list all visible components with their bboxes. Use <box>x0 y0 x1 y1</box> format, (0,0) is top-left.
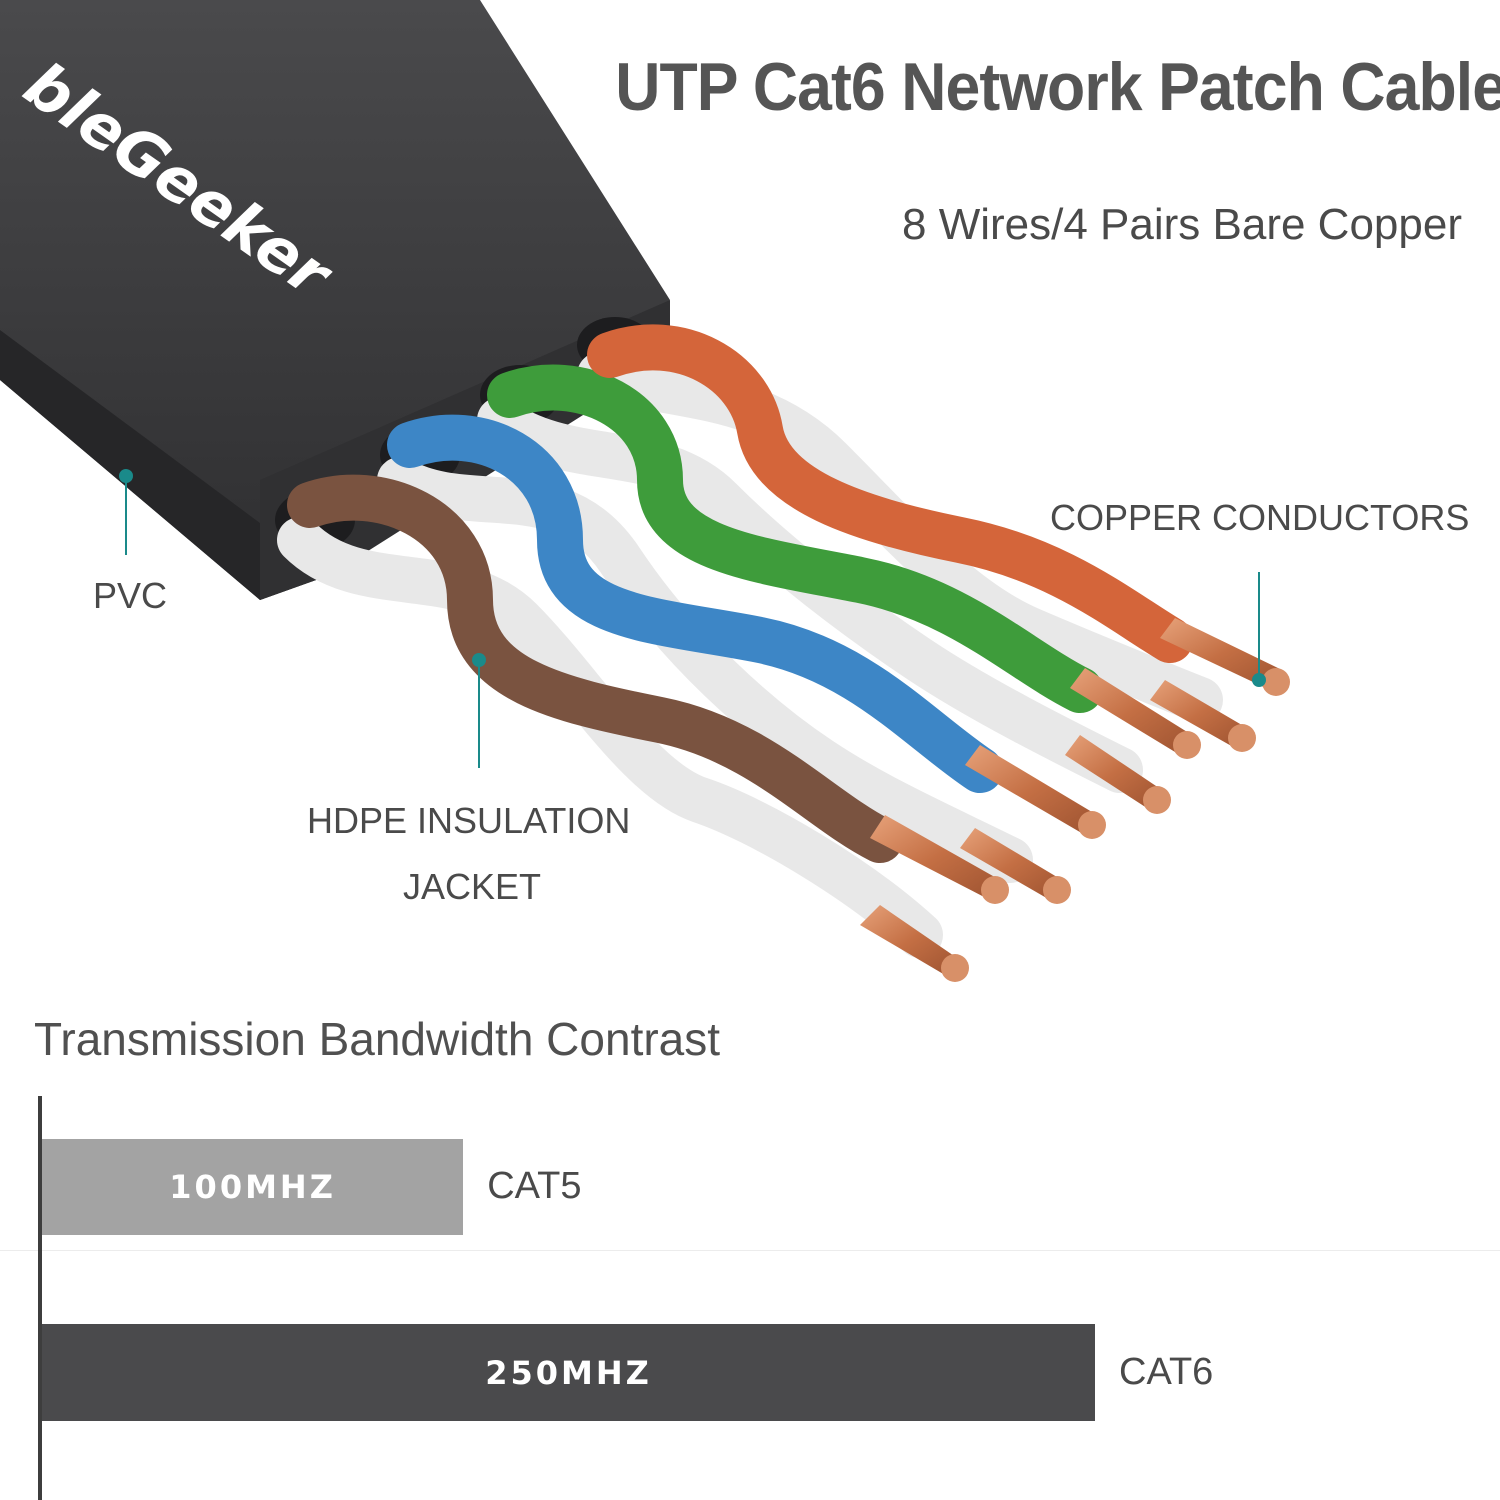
bar-value-label: 100MHZ <box>169 1168 336 1206</box>
wire-orange <box>587 324 1193 663</box>
page-subtitle: 8 Wires/4 Pairs Bare Copper <box>902 200 1462 249</box>
cable-illustration: bleGeeker <box>0 0 1290 982</box>
callout-hdpe-line1: HDPE INSULATION <box>307 800 631 841</box>
bar-value-label: 250MHZ <box>485 1353 652 1392</box>
pvc-marker-dot <box>119 469 133 483</box>
wire-brown <box>287 474 903 863</box>
chart-title: Transmission Bandwidth Contrast <box>34 1013 721 1065</box>
hdpe-marker-dot <box>472 653 486 667</box>
divider <box>0 1250 1500 1251</box>
callout-hdpe-line2: JACKET <box>403 866 542 907</box>
wire-white-blue <box>377 457 1033 883</box>
wire-blue <box>387 414 1003 793</box>
copper-marker-dot <box>1252 673 1266 687</box>
wire-green <box>487 364 1103 713</box>
category-label-cat5: CAT5 <box>487 1165 582 1207</box>
bar-cat5: 100MHZ <box>42 1139 464 1235</box>
category-label-cat6: CAT6 <box>1119 1350 1214 1393</box>
page-title: UTP Cat6 Network Patch Cable <box>615 49 1500 125</box>
callout-pvc: PVC <box>93 575 168 616</box>
callout-copper-conductors: COPPER CONDUCTORS <box>1050 497 1470 538</box>
callout-markers <box>125 476 1260 768</box>
chart-axis <box>38 1096 42 1500</box>
bar-cat6: 250MHZ <box>42 1324 1095 1421</box>
copper-ends <box>860 618 1290 982</box>
